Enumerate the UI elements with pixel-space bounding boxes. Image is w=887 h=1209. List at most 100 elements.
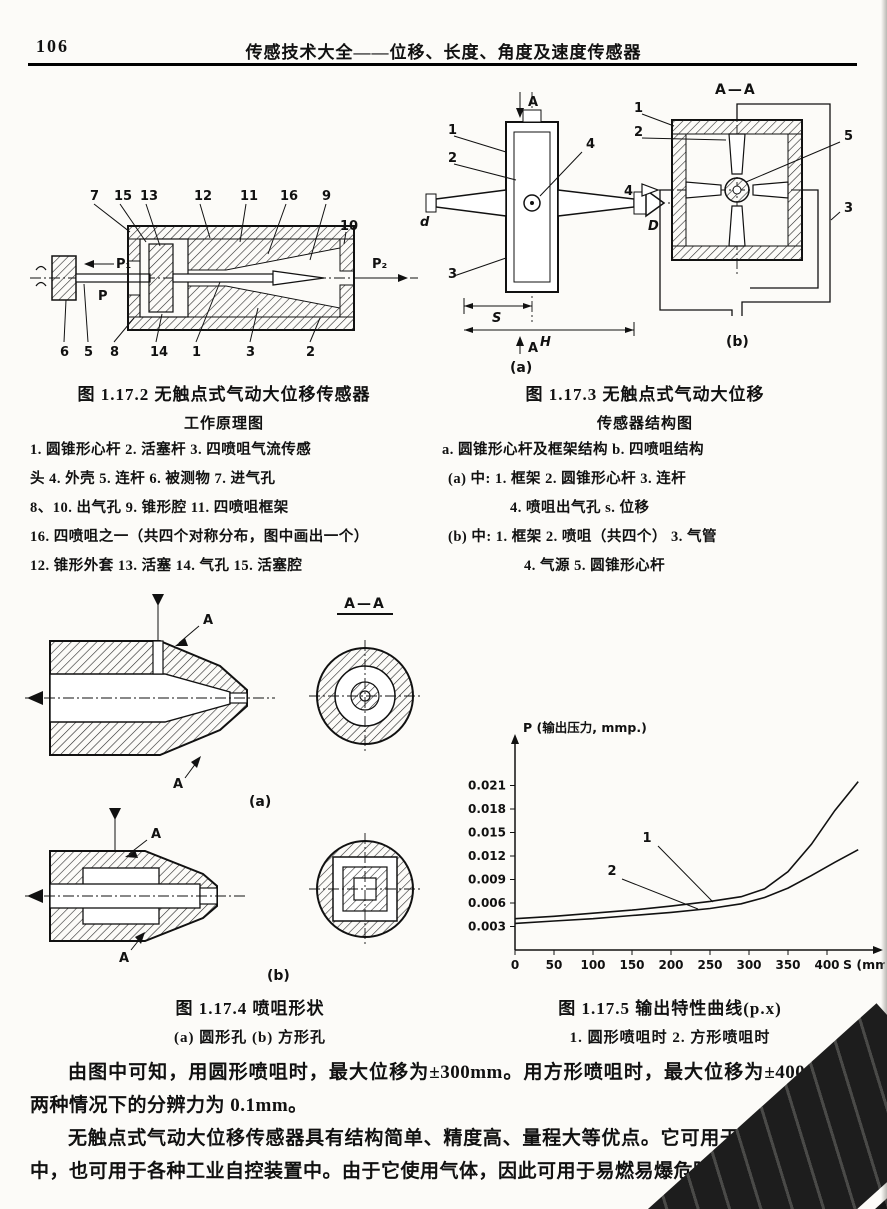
callout-label: 2 bbox=[634, 125, 643, 140]
y-axis-label: P (输出压力, mmp.) bbox=[523, 720, 647, 735]
x-tick-label: 300 bbox=[736, 958, 761, 972]
figure-caption: 图 1.17.5 输出特性曲线(p.x) 1. 圆形喷咀时 2. 方形喷咀时 bbox=[455, 994, 885, 1047]
legend-line: 头 4. 外壳 5. 连杆 6. 被测物 7. 进气孔 bbox=[30, 471, 276, 487]
section-arrow bbox=[191, 756, 201, 768]
paragraph: 由图中可知，用圆形喷咀时，最大位移为±300mm。用方形喷咀时，最大位移为±40… bbox=[30, 1062, 858, 1116]
figure-caption-line1: 图 1.17.4 喷咀形状 bbox=[175, 999, 325, 1018]
figure-caption: 图 1.17.4 喷咀形状 (a) 圆形孔 (b) 方形孔 bbox=[50, 994, 450, 1047]
section-arrow bbox=[135, 932, 145, 944]
callout-label: 11 bbox=[240, 189, 258, 204]
figure-caption-line1: 图 1.17.5 输出特性曲线(p.x) bbox=[558, 999, 782, 1018]
figure-caption-line2: (a) 圆形孔 (b) 方形孔 bbox=[173, 1030, 327, 1046]
callout-label: 8 bbox=[110, 345, 119, 360]
conical-core-rod bbox=[272, 270, 325, 286]
x-tick-label: 150 bbox=[619, 958, 644, 972]
inlet-insert bbox=[152, 640, 164, 675]
figure-legend: a. 圆锥形心杆及框架结构 b. 四喷咀结构 (a) 中: 1. 框架 2. 圆… bbox=[432, 436, 870, 581]
y-tick-label: 0.003 bbox=[468, 920, 506, 934]
dimension-label-D: D bbox=[648, 219, 659, 234]
pressure-label-p: P bbox=[98, 289, 108, 304]
legend-line: 12. 锥形外套 13. 活塞 14. 气孔 15. 活塞腔 bbox=[30, 558, 303, 574]
figure-caption-line2: 传感器结构图 bbox=[596, 416, 693, 432]
callout-label: 3 bbox=[448, 267, 457, 282]
legend-line: (a) 中: 1. 框架 2. 圆锥形心杆 3. 连杆 bbox=[448, 471, 687, 487]
y-tick-label: 0.009 bbox=[468, 873, 506, 887]
tapered-rod-left bbox=[435, 189, 507, 217]
dimension-s bbox=[463, 298, 532, 314]
x-tick-label: 100 bbox=[580, 958, 605, 972]
rod-end-cap-left bbox=[425, 193, 437, 213]
rod-arrow-tip bbox=[645, 188, 666, 218]
y-axis-arrow bbox=[511, 734, 519, 744]
y-tick-label: 0.006 bbox=[468, 896, 506, 910]
callout-label: 16 bbox=[280, 189, 298, 204]
callout-label: 1 bbox=[448, 123, 457, 138]
x-tick-label: 250 bbox=[697, 958, 722, 972]
p2-arrowhead bbox=[398, 274, 408, 282]
air-source-funnel bbox=[641, 183, 660, 197]
tapered-sleeve-top bbox=[187, 238, 341, 271]
callout-label: 12 bbox=[194, 189, 212, 204]
break-mark bbox=[35, 265, 47, 287]
four-nozzles bbox=[685, 133, 789, 247]
section-flag-icon bbox=[152, 594, 164, 641]
fig-1-17-4-drawing: A A (a) A—A A bbox=[25, 594, 421, 984]
piston-rod bbox=[172, 273, 274, 283]
subfigure-label-b: (b) bbox=[726, 334, 749, 350]
page-edge-shade bbox=[881, 0, 887, 1209]
dimension-h bbox=[464, 322, 635, 336]
section-label-a: A bbox=[203, 613, 213, 628]
curve-series-2 bbox=[514, 848, 859, 925]
callout-label: 6 bbox=[60, 345, 69, 360]
p1-arrowhead bbox=[84, 260, 94, 268]
piston bbox=[148, 243, 174, 313]
callout-label: 4 bbox=[624, 184, 633, 199]
callout-label: 14 bbox=[150, 345, 168, 360]
section-flag-icon bbox=[109, 808, 121, 851]
x-tick-label: 0 bbox=[511, 958, 519, 972]
callout-label: 15 bbox=[114, 189, 132, 204]
x-axis-label: S (mm) bbox=[843, 957, 885, 972]
pressure-label-p2: P₂ bbox=[372, 257, 387, 272]
section-label-a: A bbox=[528, 341, 538, 356]
figure-caption-line2: 工作原理图 bbox=[183, 416, 264, 432]
flow-arrow bbox=[27, 889, 43, 903]
legend-line: 8、10. 出气孔 9. 锥形腔 11. 四喷咀框架 bbox=[30, 500, 289, 516]
callout-label: 1 bbox=[634, 101, 643, 116]
section-label-a: A bbox=[151, 827, 161, 842]
section-arrow bbox=[175, 638, 188, 646]
figure-caption-line1: 图 1.17.2 无触点式气动大位移传感器 bbox=[77, 385, 371, 404]
x-tick-label: 350 bbox=[775, 958, 800, 972]
callout-label: 10 bbox=[340, 219, 358, 234]
legend-line: 4. 喷咀出气孔 s. 位移 bbox=[510, 500, 650, 516]
callout-label: 5 bbox=[844, 129, 853, 144]
figure-caption: 图 1.17.3 无触点式气动大位移 传感器结构图 bbox=[430, 380, 860, 433]
callout-label: 5 bbox=[84, 345, 93, 360]
callout-label: 2 bbox=[448, 151, 457, 166]
x-tick-label: 200 bbox=[658, 958, 683, 972]
square-hole-section bbox=[309, 833, 421, 945]
legend-line: 1. 圆锥形心杆 2. 活塞杆 3. 四喷咀气流传感 bbox=[30, 442, 312, 458]
curve-series-1 bbox=[514, 781, 859, 920]
callout-label: 7 bbox=[90, 189, 99, 204]
dimension-label-d: d bbox=[420, 215, 430, 230]
fig-1-17-3-drawing: A 1 2 4 3 d D S bbox=[420, 82, 853, 376]
x-tick-label: 50 bbox=[546, 958, 563, 972]
core-rod-center bbox=[732, 185, 742, 195]
callout-label: 3 bbox=[844, 201, 853, 216]
output-characteristic-chart: P (输出压力, mmp.)0.0030.0060.0090.0120.0150… bbox=[468, 720, 887, 972]
body-text: 由图中可知，用圆形喷咀时，最大位移为±300mm。用方形喷咀时，最大位移为±40… bbox=[30, 1056, 858, 1188]
air-pipes bbox=[659, 103, 831, 316]
section-label-a: A bbox=[528, 95, 538, 110]
curve-label-2: 2 bbox=[607, 864, 616, 879]
fig2-bottom-leaders bbox=[63, 281, 321, 343]
y-tick-label: 0.015 bbox=[468, 826, 506, 840]
legend-line: 16. 四喷咀之一（共四个对称分布，图中画出一个） bbox=[30, 529, 369, 545]
tapered-sleeve-bottom bbox=[187, 285, 341, 318]
figure-caption-line2: 1. 圆形喷咀时 2. 方形喷咀时 bbox=[569, 1030, 771, 1046]
tapered-rod-right bbox=[557, 189, 635, 217]
running-head-title: 传感技术大全——位移、长度、角度及速度传感器 bbox=[245, 43, 642, 62]
section-label-a: A bbox=[119, 951, 129, 966]
